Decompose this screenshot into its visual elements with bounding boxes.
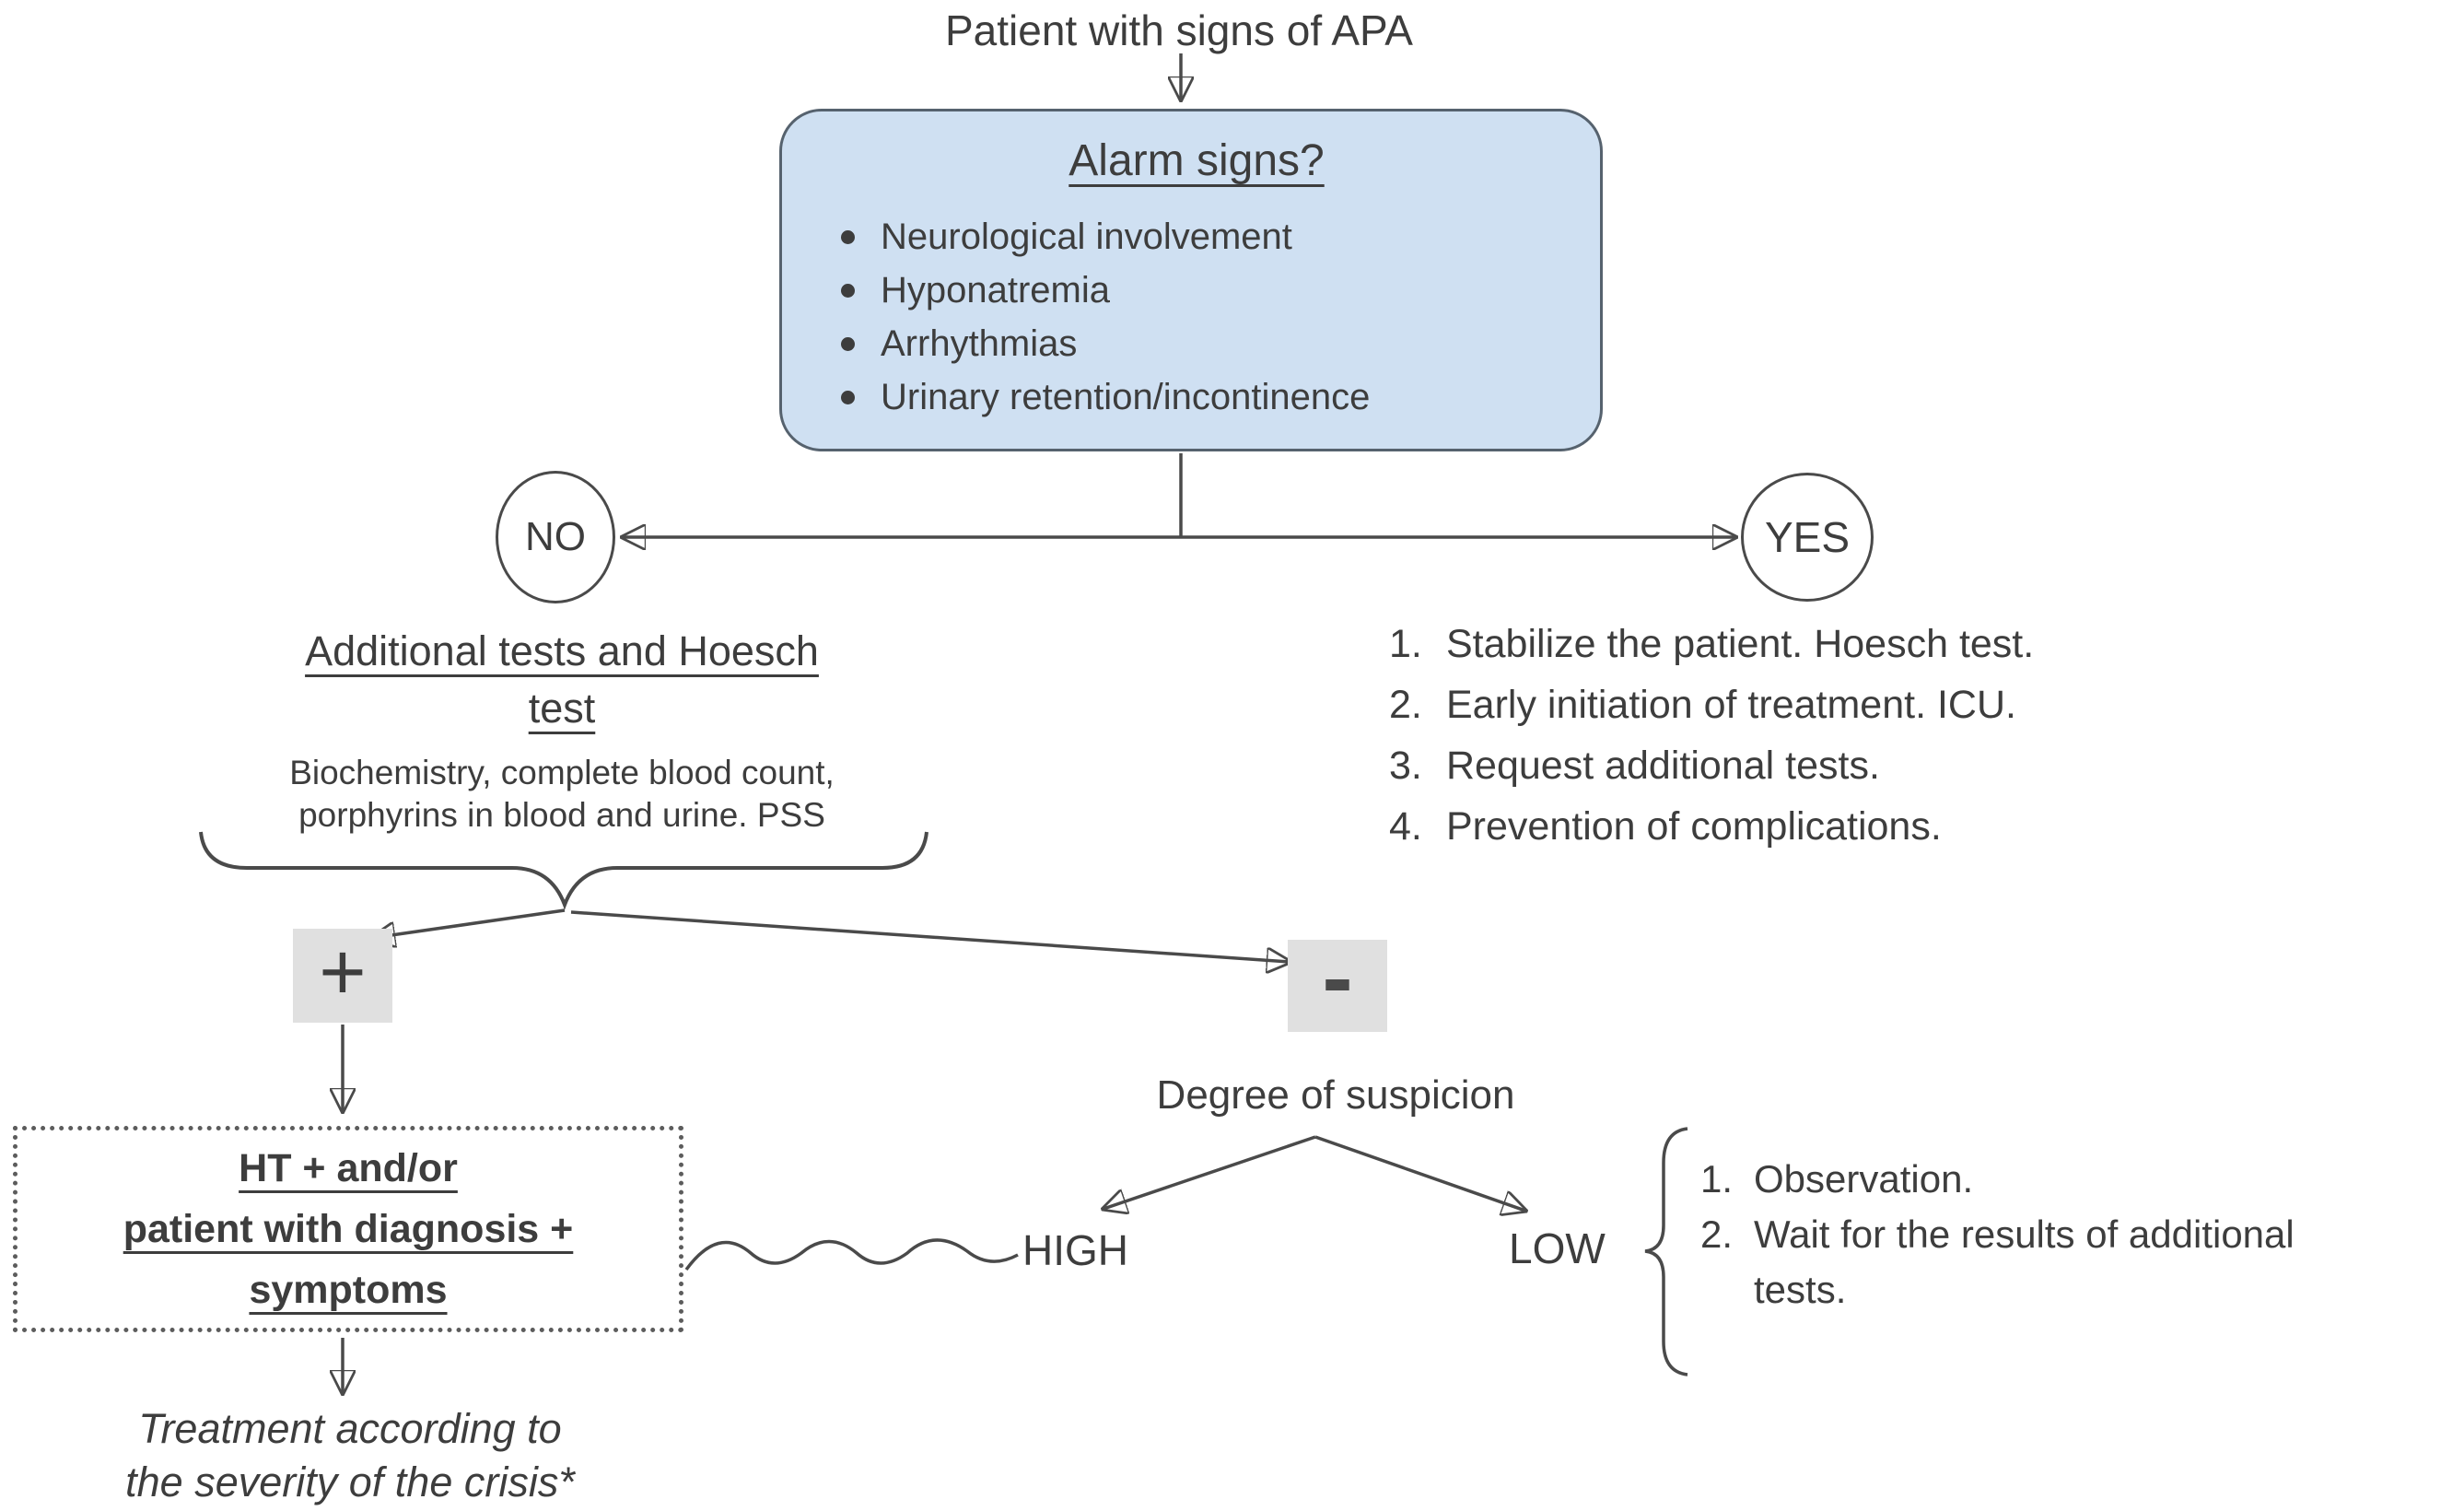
- additional-tests-heading-line2: test: [528, 685, 596, 732]
- additional-tests-subtext-line2: porphyrins in blood and urine. PSS: [298, 796, 825, 834]
- high-suspicion-label: HIGH: [1022, 1226, 1128, 1274]
- minus-icon: -: [1322, 925, 1353, 1029]
- step-text: Early initiation of treatment. ICU.: [1446, 683, 2016, 727]
- negative-result-box: -: [1288, 926, 1387, 1032]
- alarm-item-label: Hyponatremia: [881, 270, 1111, 310]
- alarm-item: Neurological involvement: [830, 210, 1563, 264]
- list-item: 2. Wait for the results of additional tes…: [1700, 1207, 2400, 1318]
- alarm-signs-box: Alarm signs? Neurological involvement Hy…: [779, 109, 1603, 451]
- positive-result-box: +: [293, 926, 392, 1023]
- step-text: Stabilize the patient. Hoesch test.: [1446, 622, 2035, 666]
- no-label: NO: [525, 514, 586, 559]
- alarm-item-label: Urinary retention/incontinence: [881, 377, 1371, 417]
- degree-of-suspicion-heading: Degree of suspicion: [1156, 1072, 1515, 1118]
- alarm-item-label: Neurological involvement: [881, 217, 1292, 257]
- alarm-item: Hyponatremia: [830, 264, 1563, 317]
- no-decision-circle: NO: [496, 471, 615, 603]
- list-item: 1. Observation.: [1700, 1152, 2400, 1207]
- low-suspicion-steps-list: 1. Observation. 2. Wait for the results of…: [1700, 1152, 2400, 1318]
- alarm-signs-heading: Alarm signs?: [830, 135, 1563, 186]
- list-item: 3. Request additional tests.: [1389, 735, 2218, 796]
- arrow-to-minus-icon: [570, 910, 1290, 962]
- plus-icon: +: [319, 926, 367, 1017]
- underbrace-tests-icon: [199, 831, 928, 910]
- additional-tests-subtext: Biochemistry, complete blood count, porp…: [212, 752, 912, 837]
- step-text: Prevention of complications.: [1446, 804, 1942, 849]
- diagnosis-dotted-box: HT + and/or patient with diagnosis + sym…: [13, 1126, 683, 1332]
- alarm-signs-heading-text: Alarm signs?: [1069, 136, 1325, 185]
- alarm-item-label: Arrhythmias: [881, 323, 1078, 364]
- additional-tests-heading: Additional tests and Hoesch test: [212, 623, 912, 737]
- arrow-degree-to-low-icon: [1314, 1135, 1525, 1211]
- alarm-item: Arrhythmias: [830, 317, 1563, 370]
- low-suspicion-label: LOW: [1509, 1224, 1606, 1272]
- bullet-icon: [841, 336, 855, 351]
- additional-tests-subtext-line1: Biochemistry, complete blood count,: [289, 754, 835, 791]
- bullet-icon: [841, 229, 855, 244]
- arrow-to-plus-icon: [372, 908, 566, 938]
- list-item: 4. Prevention of complications.: [1389, 796, 2218, 857]
- diagnosis-line2: patient with diagnosis +: [123, 1207, 574, 1251]
- step-text: Observation.: [1754, 1157, 1974, 1201]
- bullet-icon: [841, 283, 855, 298]
- step-number: 1.: [1700, 1157, 1734, 1201]
- list-item: 2. Early initiation of treatment. ICU.: [1389, 674, 2218, 735]
- step-text: Request additional tests.: [1446, 744, 1880, 788]
- page-title: Patient with signs of APA: [945, 6, 1413, 54]
- diagnosis-line1: HT + and/or: [239, 1146, 458, 1190]
- treatment-outcome-text: Treatment according to the severity of t…: [74, 1402, 626, 1509]
- step-number: 4.: [1389, 804, 1422, 849]
- alarm-item: Urinary retention/incontinence: [830, 370, 1563, 424]
- list-item: 1. Stabilize the patient. Hoesch test.: [1389, 614, 2218, 674]
- additional-tests-heading-line1: Additional tests and Hoesch: [305, 627, 819, 674]
- yes-branch-steps-list: 1. Stabilize the patient. Hoesch test. 2.…: [1389, 614, 2218, 857]
- diagnosis-line3: symptoms: [249, 1268, 448, 1312]
- treatment-outcome-line1: Treatment according to: [138, 1405, 562, 1452]
- squiggle-connector-icon: [684, 1238, 1019, 1271]
- step-text: Wait for the results of additional tests…: [1754, 1212, 2295, 1311]
- arrow-degree-to-high-icon: [1104, 1135, 1316, 1209]
- step-number: 1.: [1389, 622, 1422, 666]
- yes-decision-circle: YES: [1741, 473, 1874, 602]
- bullet-icon: [841, 390, 855, 404]
- yes-label: YES: [1764, 513, 1851, 561]
- treatment-outcome-line2: the severity of the crisis*: [125, 1458, 575, 1505]
- step-number: 2.: [1700, 1212, 1734, 1256]
- step-number: 3.: [1389, 744, 1422, 788]
- step-number: 2.: [1389, 683, 1422, 727]
- brace-low-list-icon: [1644, 1127, 1688, 1376]
